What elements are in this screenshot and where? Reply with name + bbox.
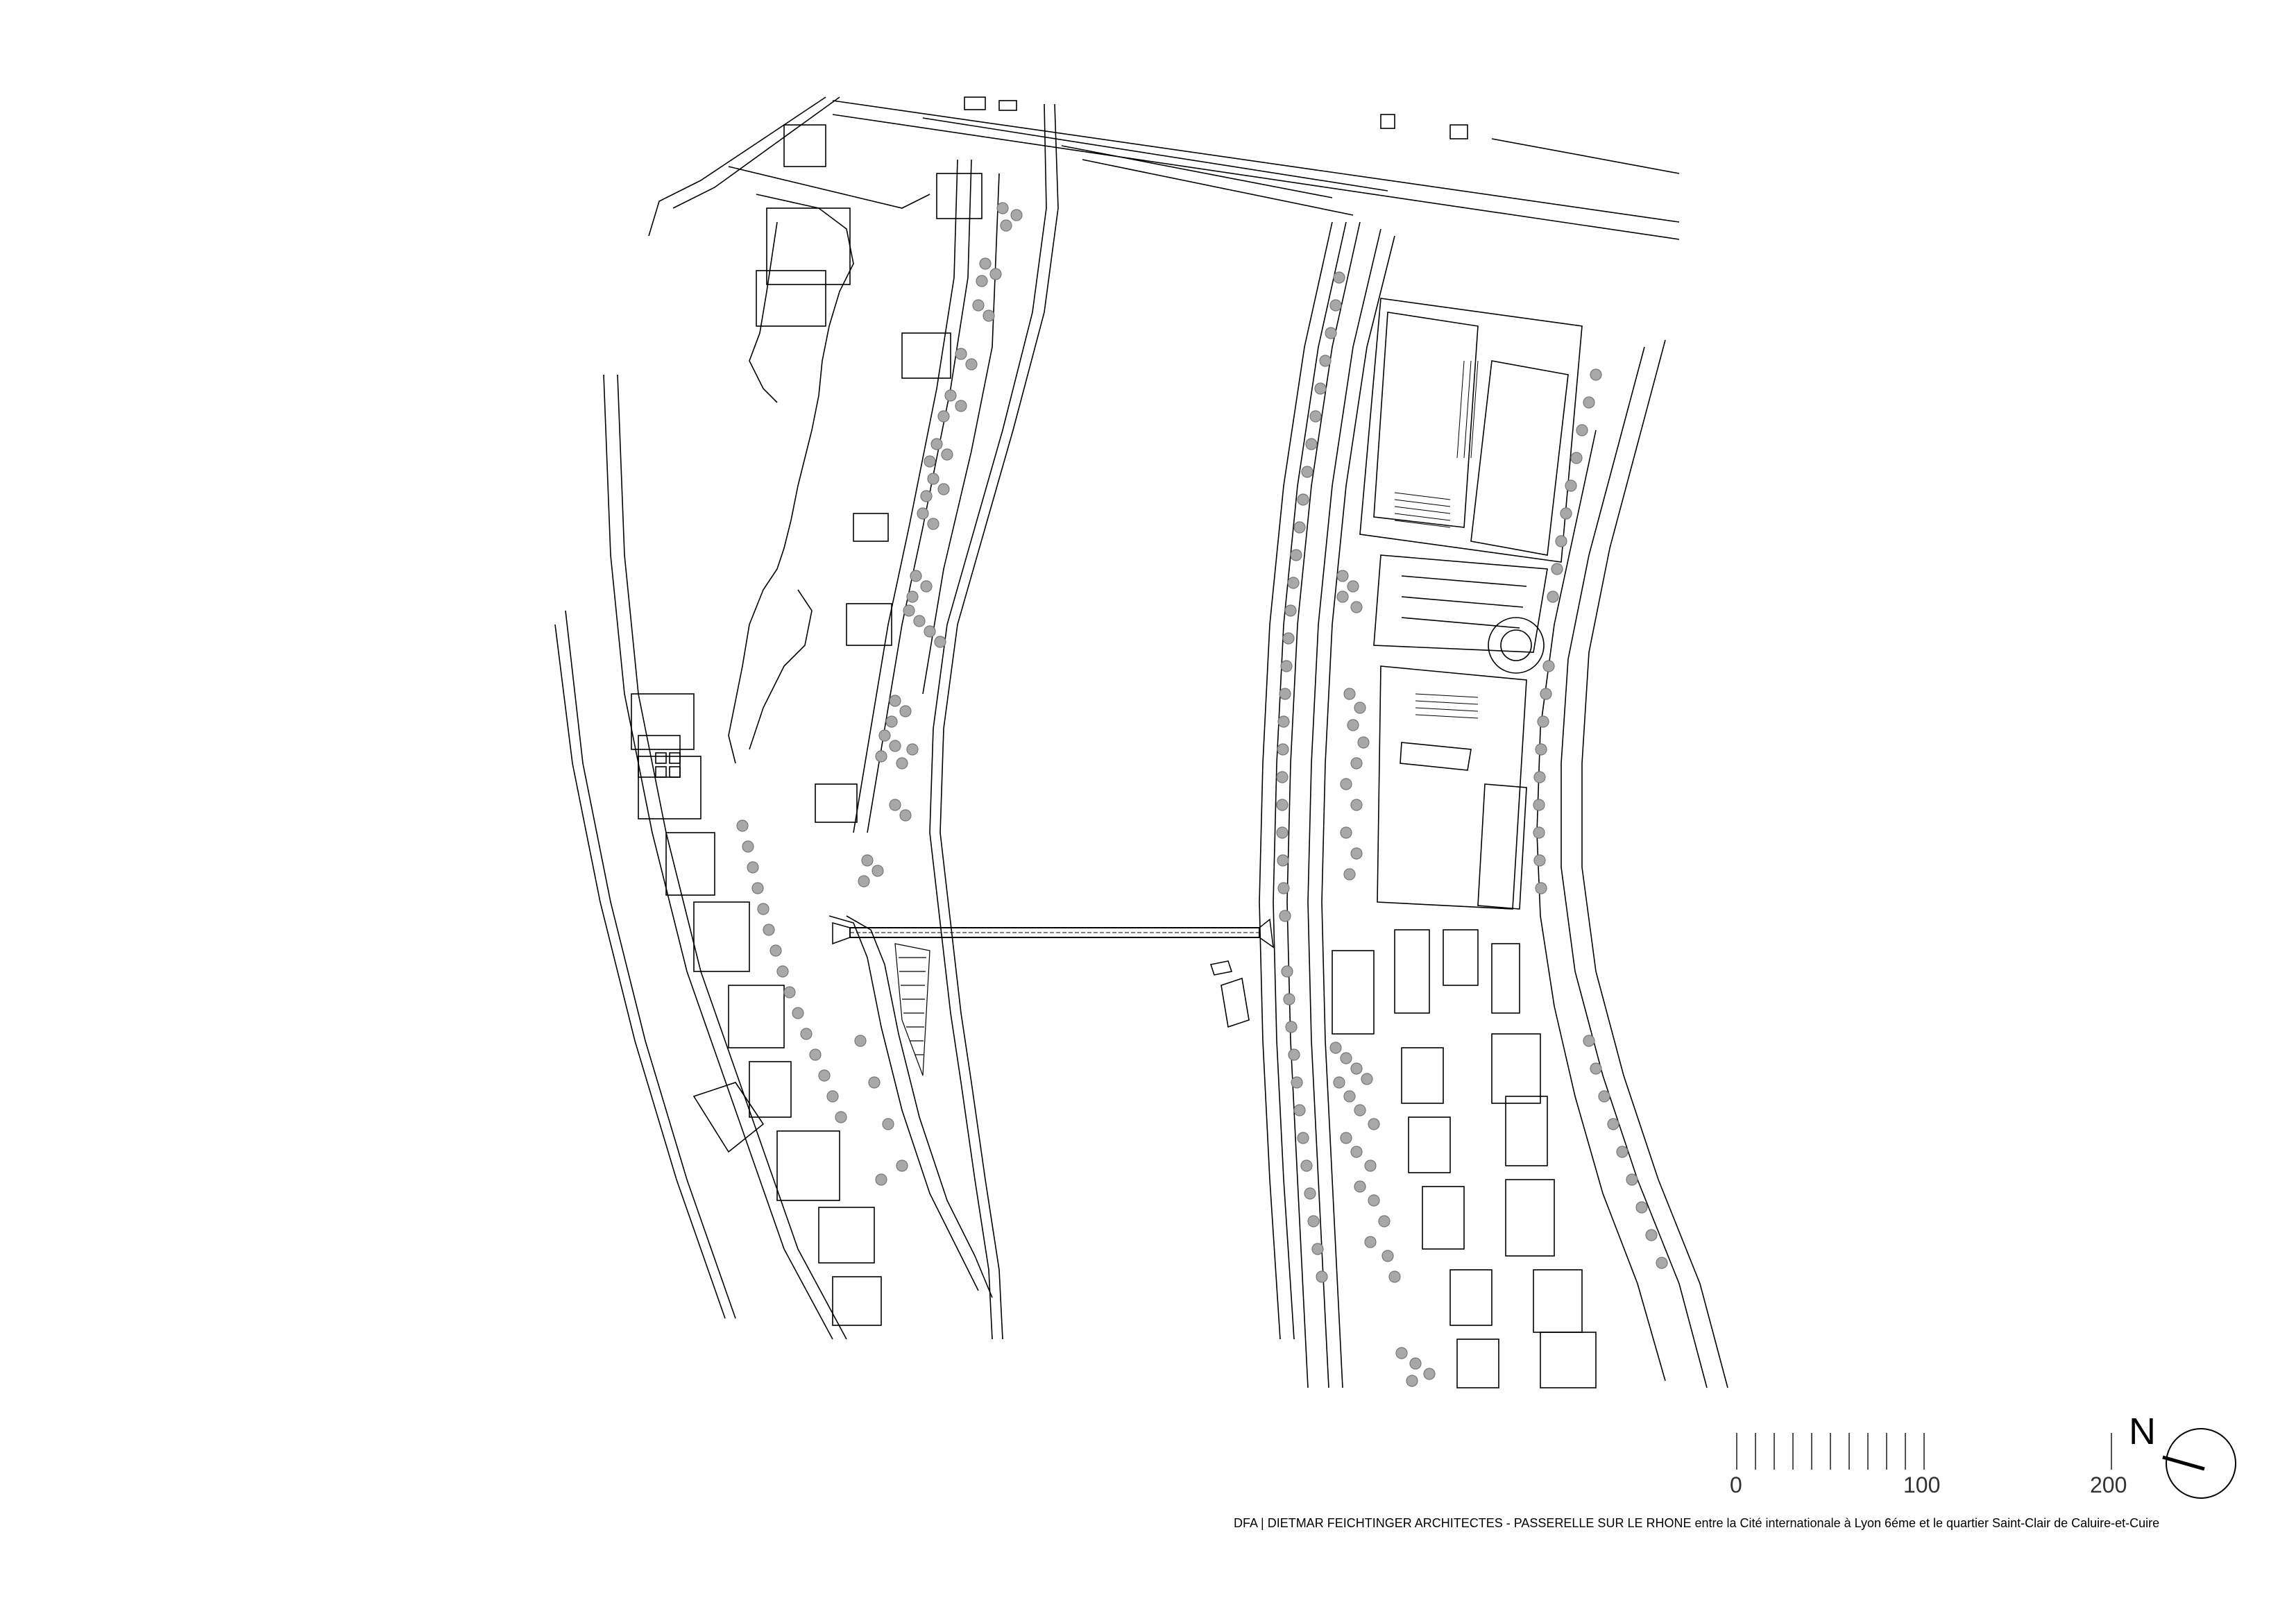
east-bank — [1209, 221, 1728, 1388]
parking-marks — [1394, 360, 1479, 719]
trees-west-park — [858, 202, 1023, 887]
north-arrow-icon — [2162, 1428, 2236, 1499]
west-landing-hatch — [894, 943, 930, 1076]
north-label: N — [2129, 1411, 2156, 1452]
footbridge — [832, 918, 1274, 949]
scale-label-100: 100 — [1903, 1472, 1941, 1497]
scale-label-200: 200 — [2090, 1472, 2127, 1497]
north-road-bridge — [832, 96, 1680, 240]
west-bank — [554, 96, 1059, 1340]
trees-east-clusters — [1329, 570, 1436, 1387]
drawing-credit: DFA | DIETMAR FEICHTINGER ARCHITECTES - … — [1234, 1516, 2160, 1530]
scale-label-0: 0 — [1730, 1472, 1742, 1497]
scale-bar — [1736, 1433, 2112, 1470]
